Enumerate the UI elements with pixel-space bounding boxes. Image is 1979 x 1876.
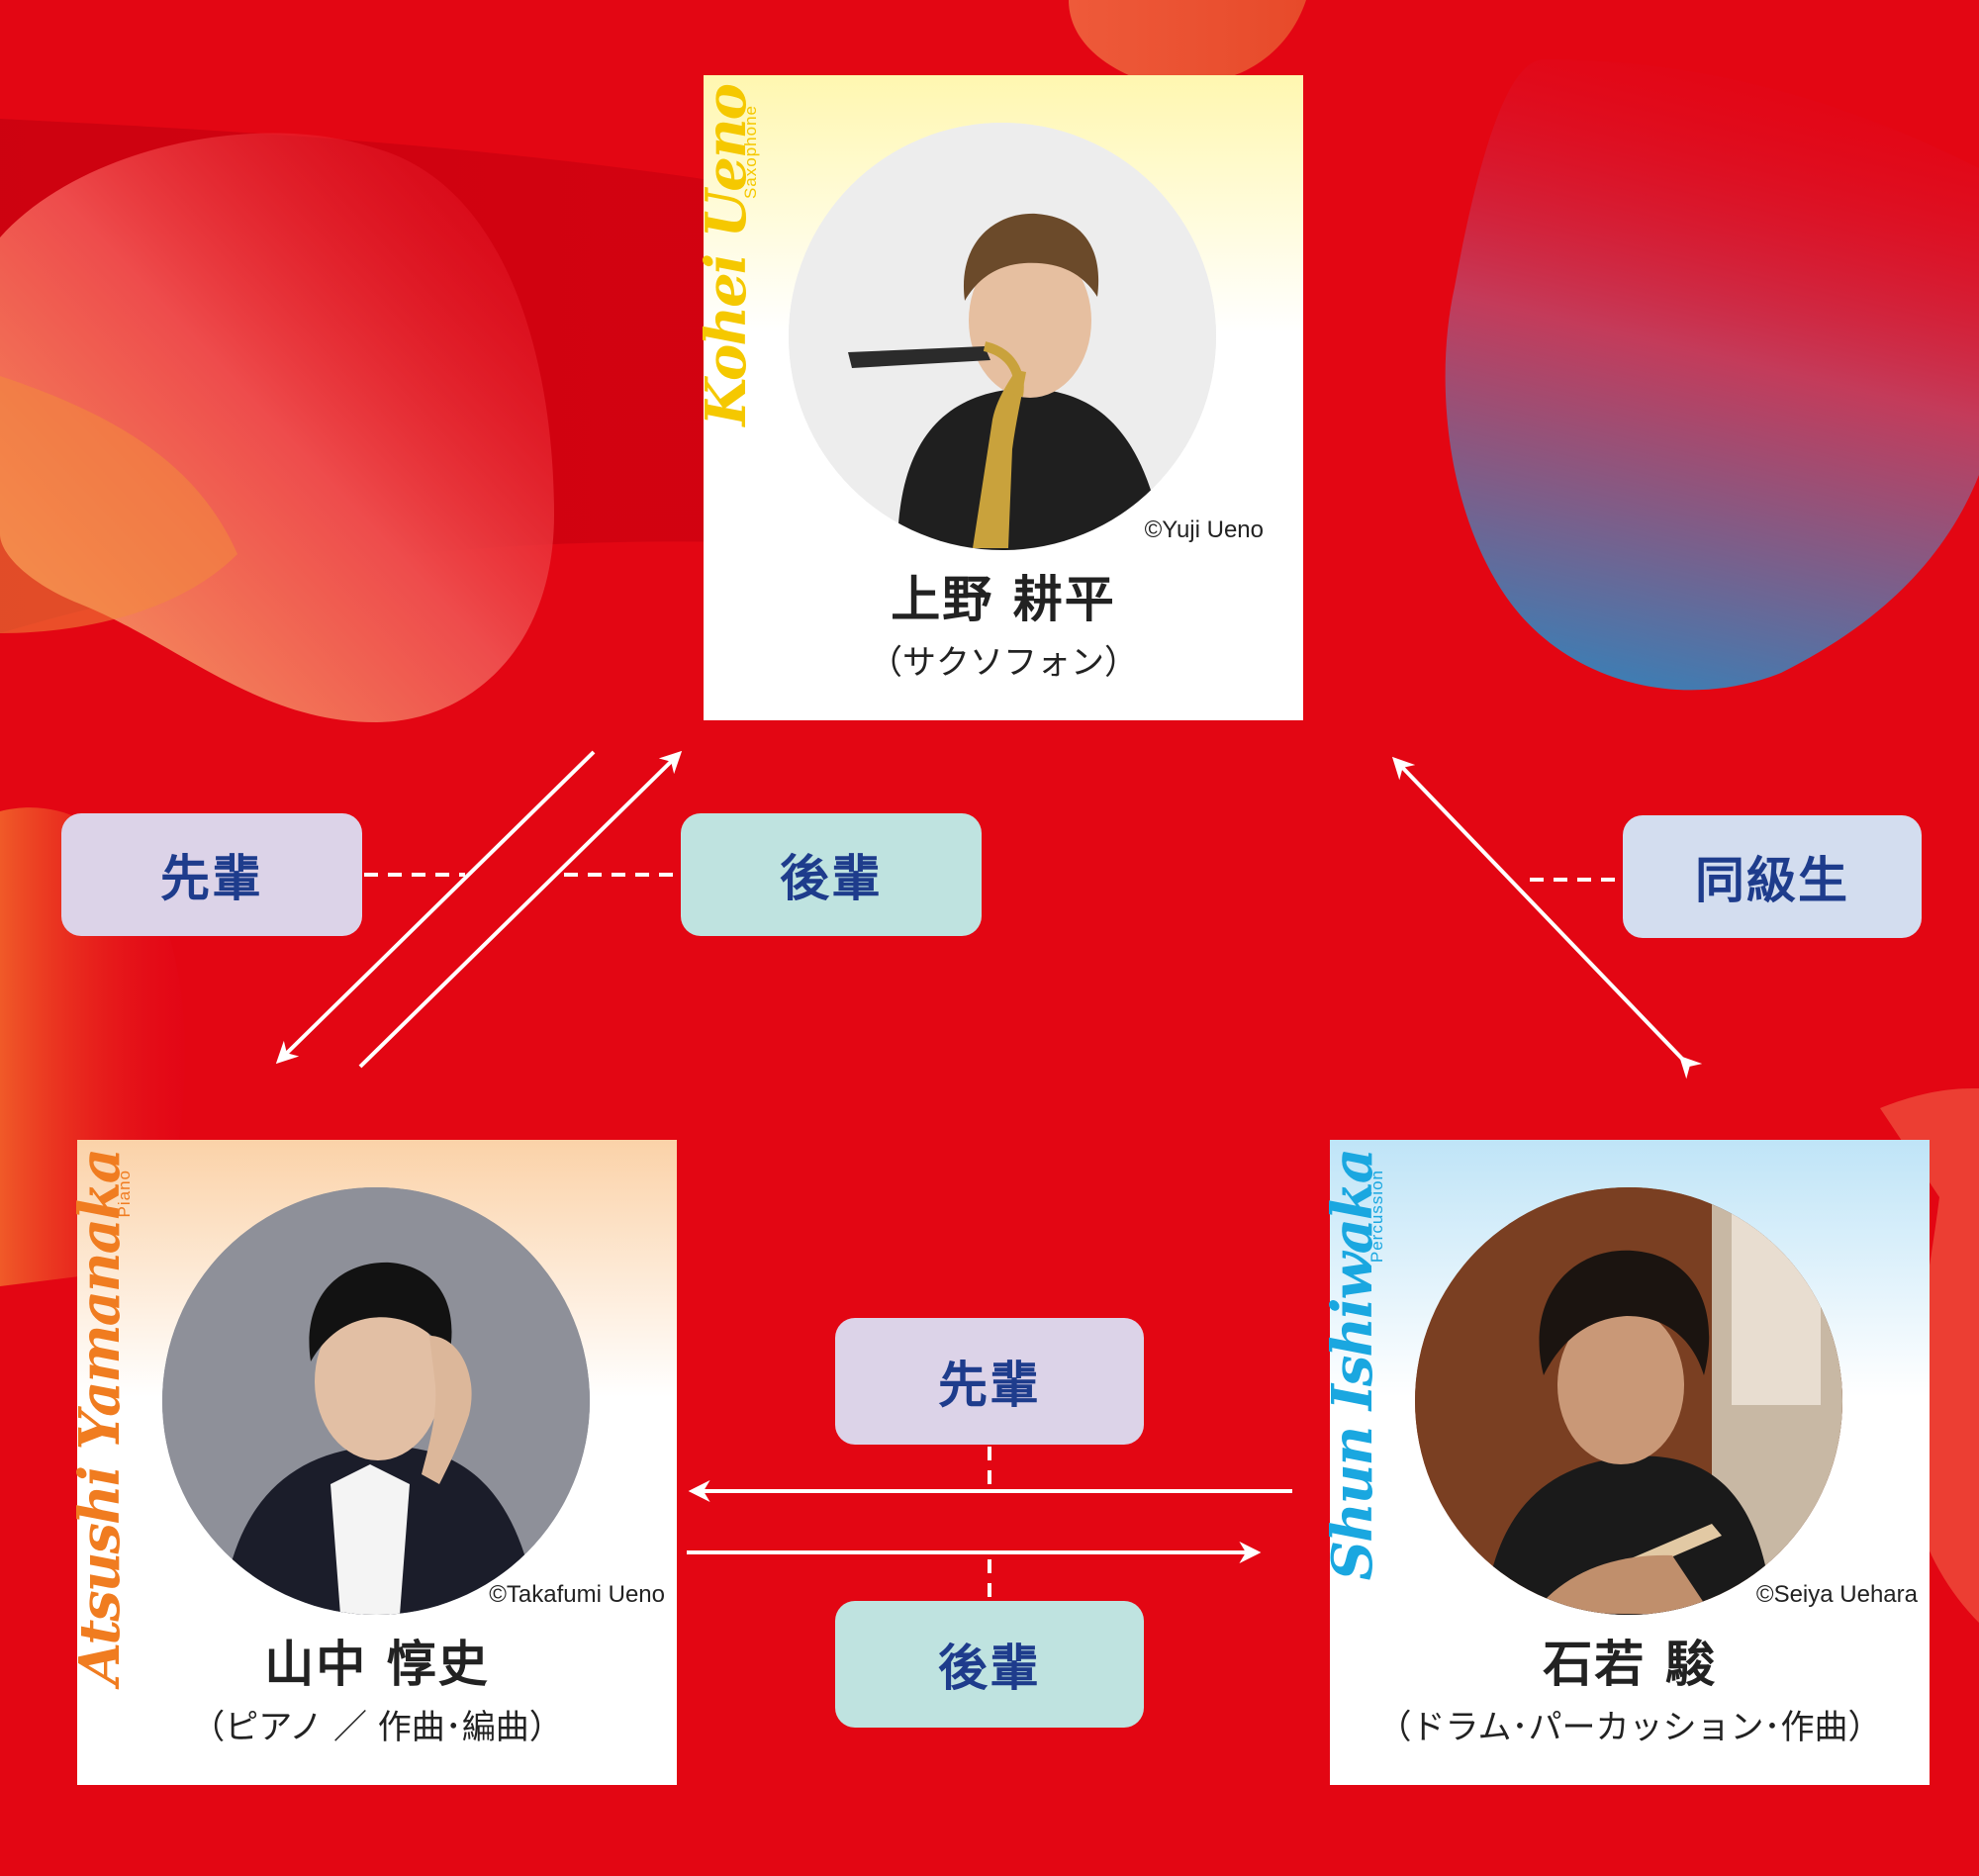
instrument-label: Percussion	[1367, 1170, 1386, 1264]
portrait-photo	[162, 1187, 590, 1615]
portrait-photo	[789, 123, 1216, 550]
instrument-label: Piano	[115, 1170, 134, 1218]
member-card-ishiwaka: Shun Ishiwaka Percussion ©Seiya Uehara 石…	[1320, 1140, 1930, 1785]
arrow-ueno-to-yamanaka	[275, 750, 596, 1065]
photo-credit: ©Yuji Ueno	[1144, 516, 1264, 543]
member-card-ueno: Kohei Ueno Saxophone ©Yuji Ueno 上野 耕平 （サ…	[694, 75, 1303, 720]
portrait-photo	[1415, 1187, 1842, 1615]
tag-bottom-kohai: 後輩	[835, 1601, 1144, 1728]
tag-left-senpai: 先輩	[61, 813, 362, 936]
tag-right-doukyuusei: 同級生	[1623, 815, 1922, 938]
arrow-ueno-to-ishiwaka	[1391, 756, 1703, 1079]
romanized-name: Atsushi Yamanaka	[67, 1150, 133, 1686]
member-name: 上野 耕平	[891, 571, 1116, 628]
arrow-yamanaka-to-ueno	[358, 750, 683, 1069]
photo-credit: ©Seiya Uehara	[1755, 1581, 1918, 1608]
member-role: （サクソフォン）	[869, 643, 1138, 683]
photo-credit: ©Takafumi Ueno	[489, 1581, 665, 1608]
member-card-yamanaka: Atsushi Yamanaka Piano ©Takafumi Ueno 山中…	[67, 1140, 677, 1785]
tag-left-kohai: 後輩	[681, 813, 982, 936]
instrument-label: Saxophone	[741, 105, 760, 200]
member-name: 石若 駿	[1543, 1636, 1717, 1693]
tag-bottom-senpai: 先輩	[835, 1318, 1144, 1445]
member-role: （ピアノ ／ 作曲･編曲）	[191, 1708, 563, 1747]
member-role: （ドラム･パーカッション･作曲）	[1377, 1708, 1882, 1747]
member-name: 山中 惇史	[264, 1636, 490, 1693]
